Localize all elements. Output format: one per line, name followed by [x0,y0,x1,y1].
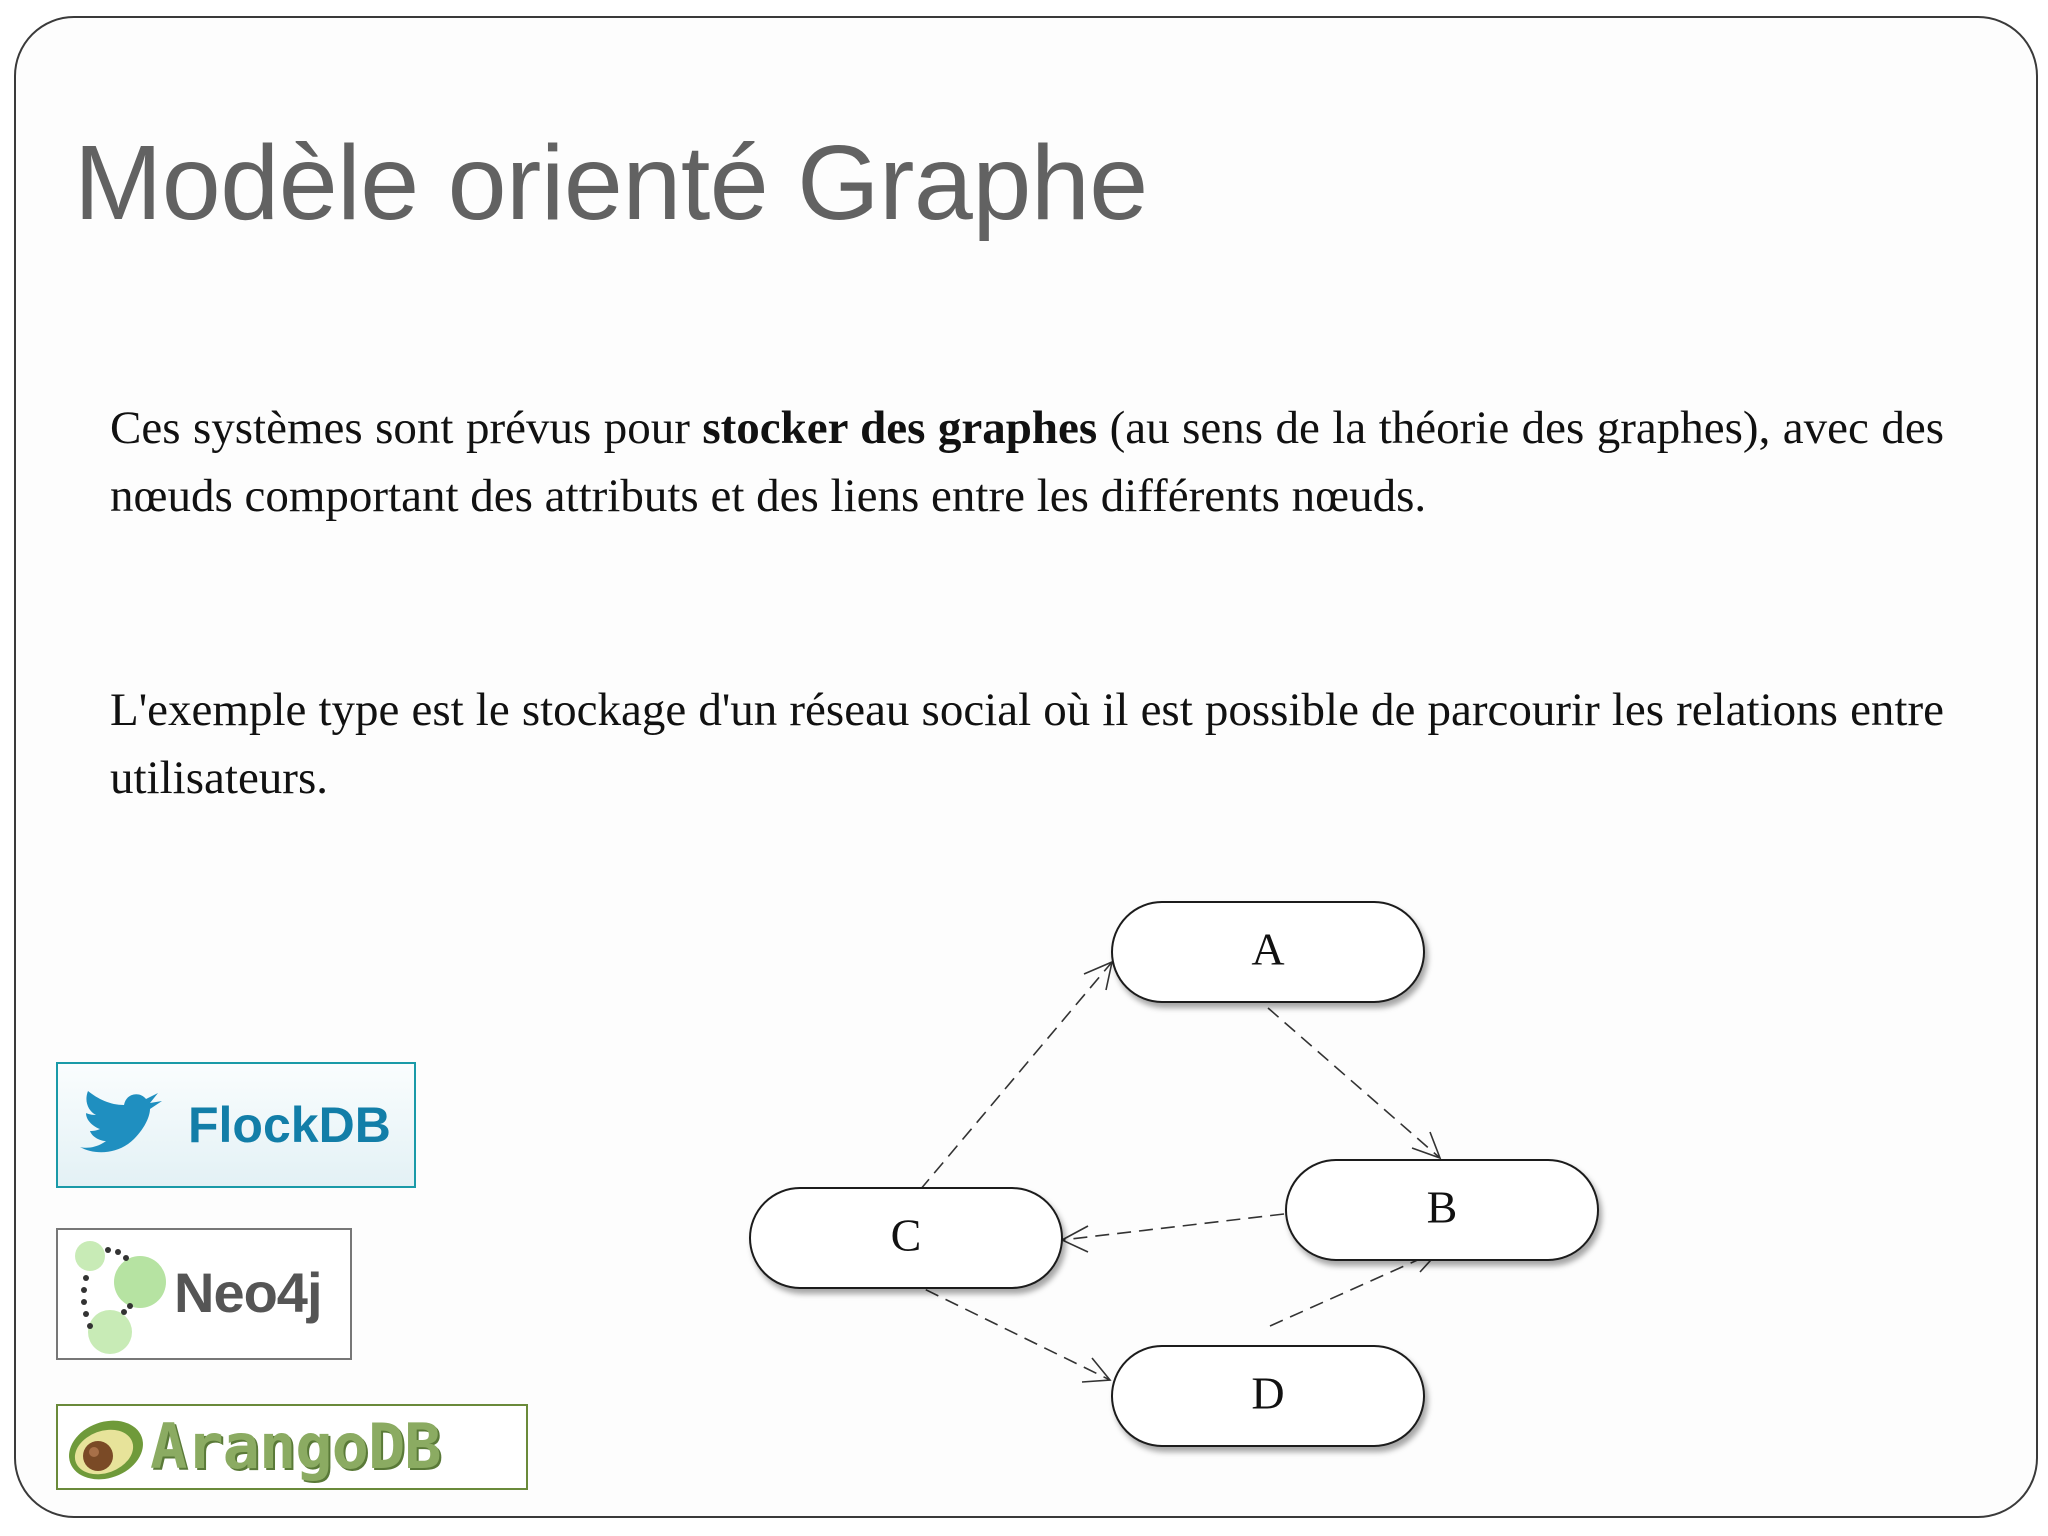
slide: Modèle orienté Graphe Ces systèmes sont … [14,16,2038,1518]
flockdb-logo-text: FlockDB [188,1097,391,1153]
edge-d-to-b [1269,1249,1442,1327]
twitter-bird-icon [74,1089,166,1161]
node-a-label: A [1251,924,1284,975]
paragraph-text-start: Ces systèmes sont prévus pour [110,402,703,454]
description-paragraph: Ces systèmes sont prévus pour stocker de… [110,394,1944,530]
paragraph-bold-text: stocker des graphes [702,402,1098,454]
edge-c-to-a [919,960,1114,1191]
node-d-label: D [1251,1368,1284,1419]
node-b-label: B [1427,1182,1458,1233]
arangodb-logo: ArangoDB [56,1404,528,1490]
edge-c-to-d [905,1279,1112,1383]
example-paragraph: L'exemple type est le stockage d'un rése… [110,684,1944,804]
neo4j-logo: Neo4j [56,1228,352,1360]
graph-diagram: A B C D [749,901,1599,1447]
slide-title: Modèle orienté Graphe [74,124,1148,242]
graph-node-a: A [1111,901,1425,1003]
graph-node-c: C [749,1187,1063,1289]
neo4j-logo-text: Neo4j [174,1261,322,1324]
graph-node-d: D [1111,1345,1425,1447]
avocado-icon [64,1412,148,1484]
graph-nodes-icon [68,1236,178,1356]
arangodb-logo-text: ArangoDB [150,1410,442,1483]
paragraph-text-end: (au sens de la théorie des graphes), ave… [110,402,1944,522]
edge-a-to-b [1267,1007,1442,1160]
node-c-label: C [891,1210,922,1261]
flockdb-logo: FlockDB [56,1062,416,1188]
edge-b-to-c [1060,1213,1285,1253]
graph-node-b: B [1285,1159,1599,1261]
